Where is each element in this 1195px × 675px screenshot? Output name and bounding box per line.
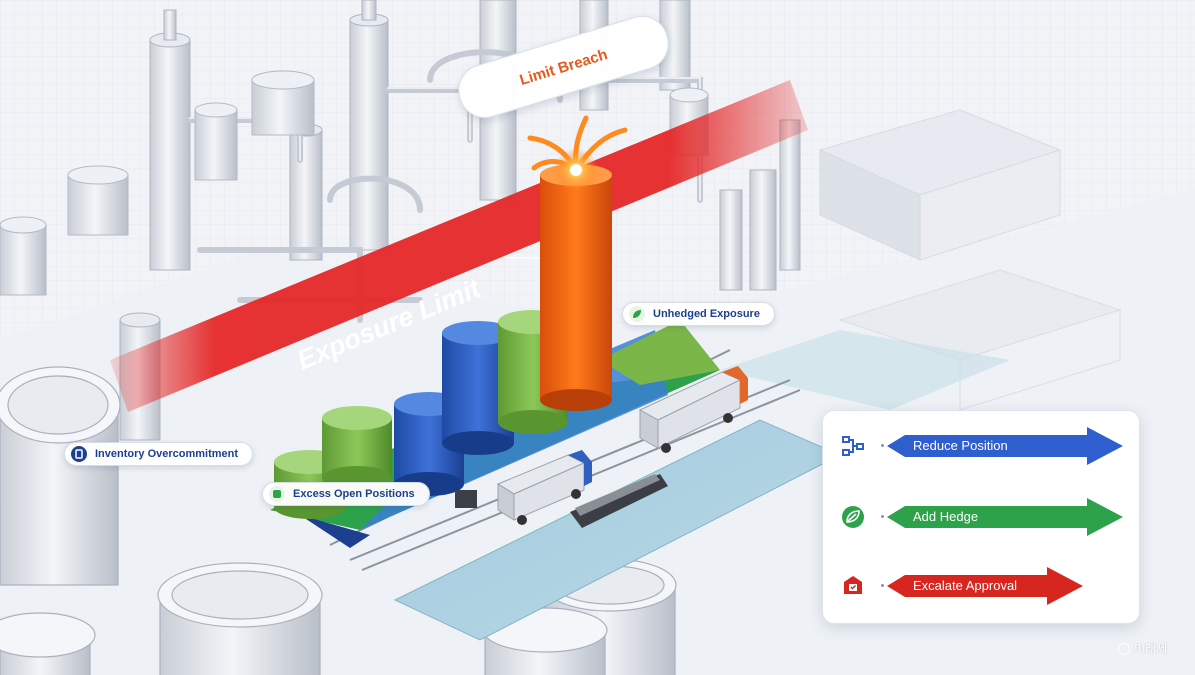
flow-diagram-icon <box>842 436 864 456</box>
leaf-icon <box>629 306 645 322</box>
reduce-position-arrow[interactable] <box>887 426 1127 466</box>
add-hedge-label: Add Hedge <box>913 509 979 524</box>
add-hedge-dot <box>881 515 884 518</box>
action-add-hedge[interactable]: Add Hedge <box>823 497 1139 537</box>
escalate-approval-arrow[interactable] <box>887 566 1127 606</box>
approval-shield-icon <box>844 576 862 594</box>
reduce-position-dot <box>881 444 884 447</box>
unhedged-exposure-chip: Unhedged Exposure <box>622 302 775 326</box>
truck-2 <box>496 450 592 525</box>
positions-icon <box>269 486 285 502</box>
excess-open-positions-chip: Excess Open Positions <box>262 482 430 506</box>
action-reduce-position[interactable]: Reduce Position <box>823 426 1139 466</box>
exposure-limit-band <box>110 80 808 412</box>
excess-open-positions-label: Excess Open Positions <box>293 488 415 500</box>
escalate-approval-label: Excalate Approval <box>913 578 1018 593</box>
unhedged-exposure-label: Unhedged Exposure <box>653 308 760 320</box>
reduce-position-label: Reduce Position <box>913 438 1008 453</box>
truck-1 <box>638 366 748 453</box>
watermark-icon <box>1118 642 1130 655</box>
add-hedge-arrow[interactable] <box>887 497 1127 537</box>
inventory-icon <box>71 446 87 462</box>
inventory-overcommitment-chip: Inventory Overcommitment <box>64 442 254 466</box>
watermark-text: 미래세 <box>1134 642 1168 656</box>
escalate-approval-dot <box>881 584 884 587</box>
barge <box>570 474 668 528</box>
action-escalate-approval[interactable]: Excalate Approval <box>823 566 1139 606</box>
hedge-leaf-icon <box>842 506 864 528</box>
inventory-overcommitment-label: Inventory Overcommitment <box>95 448 239 460</box>
watermark: 미래세 <box>1118 640 1167 657</box>
action-panel: Reduce Position Add Hedge Excalate Appro… <box>822 410 1140 624</box>
